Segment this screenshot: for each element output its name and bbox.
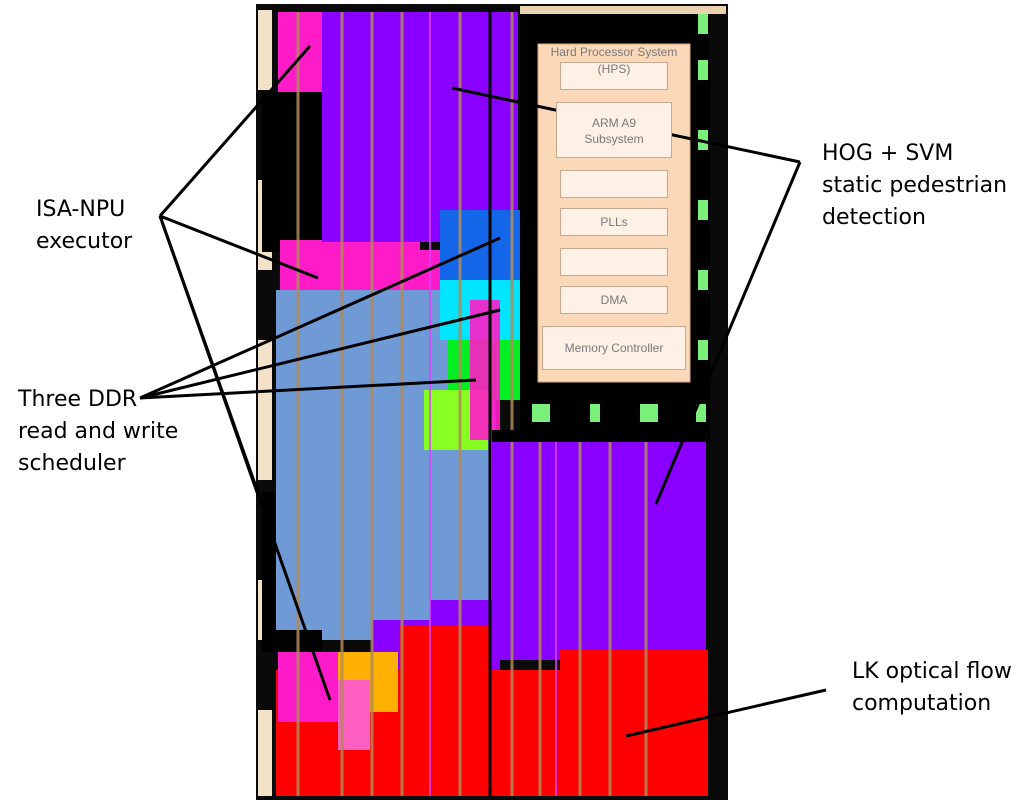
hps-dma: DMA bbox=[600, 293, 628, 307]
hps-arm-line1: ARM A9 bbox=[591, 116, 636, 130]
io-pads-top bbox=[520, 6, 726, 14]
label-isa-npu-line2: executor bbox=[36, 229, 133, 254]
label-ddr-line3: scheduler bbox=[18, 451, 126, 476]
label-ddr-line1: Three DDR bbox=[18, 387, 138, 412]
label-hog-svm: HOG + SVM static pedestrian detection bbox=[822, 138, 1007, 234]
label-isa-npu-line1: ISA-NPU bbox=[36, 197, 126, 222]
hps-dma-box bbox=[560, 286, 668, 314]
hps-subtitle: (HPS) bbox=[597, 62, 631, 76]
region-magenta-mid bbox=[280, 240, 420, 290]
routing-columns bbox=[296, 12, 648, 796]
label-ddr-line2: read and write bbox=[18, 419, 179, 444]
hps-arm-line2: Subsystem bbox=[584, 132, 644, 146]
hps-plls: PLLs bbox=[600, 215, 628, 229]
label-ddr: Three DDR read and write scheduler bbox=[18, 384, 178, 480]
label-hog-line3: detection bbox=[822, 205, 926, 230]
label-lk-flow: LK optical flow computation bbox=[852, 656, 1012, 720]
hps-empty-box-1 bbox=[560, 170, 668, 198]
label-hog-line1: HOG + SVM bbox=[822, 141, 954, 166]
label-lk-line2: computation bbox=[852, 691, 992, 716]
dsp-block-upper bbox=[262, 92, 322, 252]
region-violet-lower bbox=[492, 440, 706, 660]
hps-plls-box bbox=[560, 208, 668, 236]
annotation-lines bbox=[139, 45, 827, 738]
label-isa-npu: ISA-NPU executor bbox=[36, 194, 132, 258]
label-hog-line2: static pedestrian bbox=[822, 173, 1008, 198]
hps-memctrl-box bbox=[542, 326, 686, 370]
label-lk-line1: LK optical flow bbox=[852, 659, 1012, 684]
io-pads-right bbox=[532, 14, 708, 422]
hps-empty-box-2 bbox=[560, 248, 668, 276]
hps-memctrl: Memory Controller bbox=[564, 341, 664, 355]
region-blue bbox=[440, 210, 520, 280]
hps-inner-top bbox=[560, 62, 668, 90]
hps-title: Hard Processor System bbox=[550, 45, 678, 59]
hps-arm-box bbox=[556, 102, 672, 158]
